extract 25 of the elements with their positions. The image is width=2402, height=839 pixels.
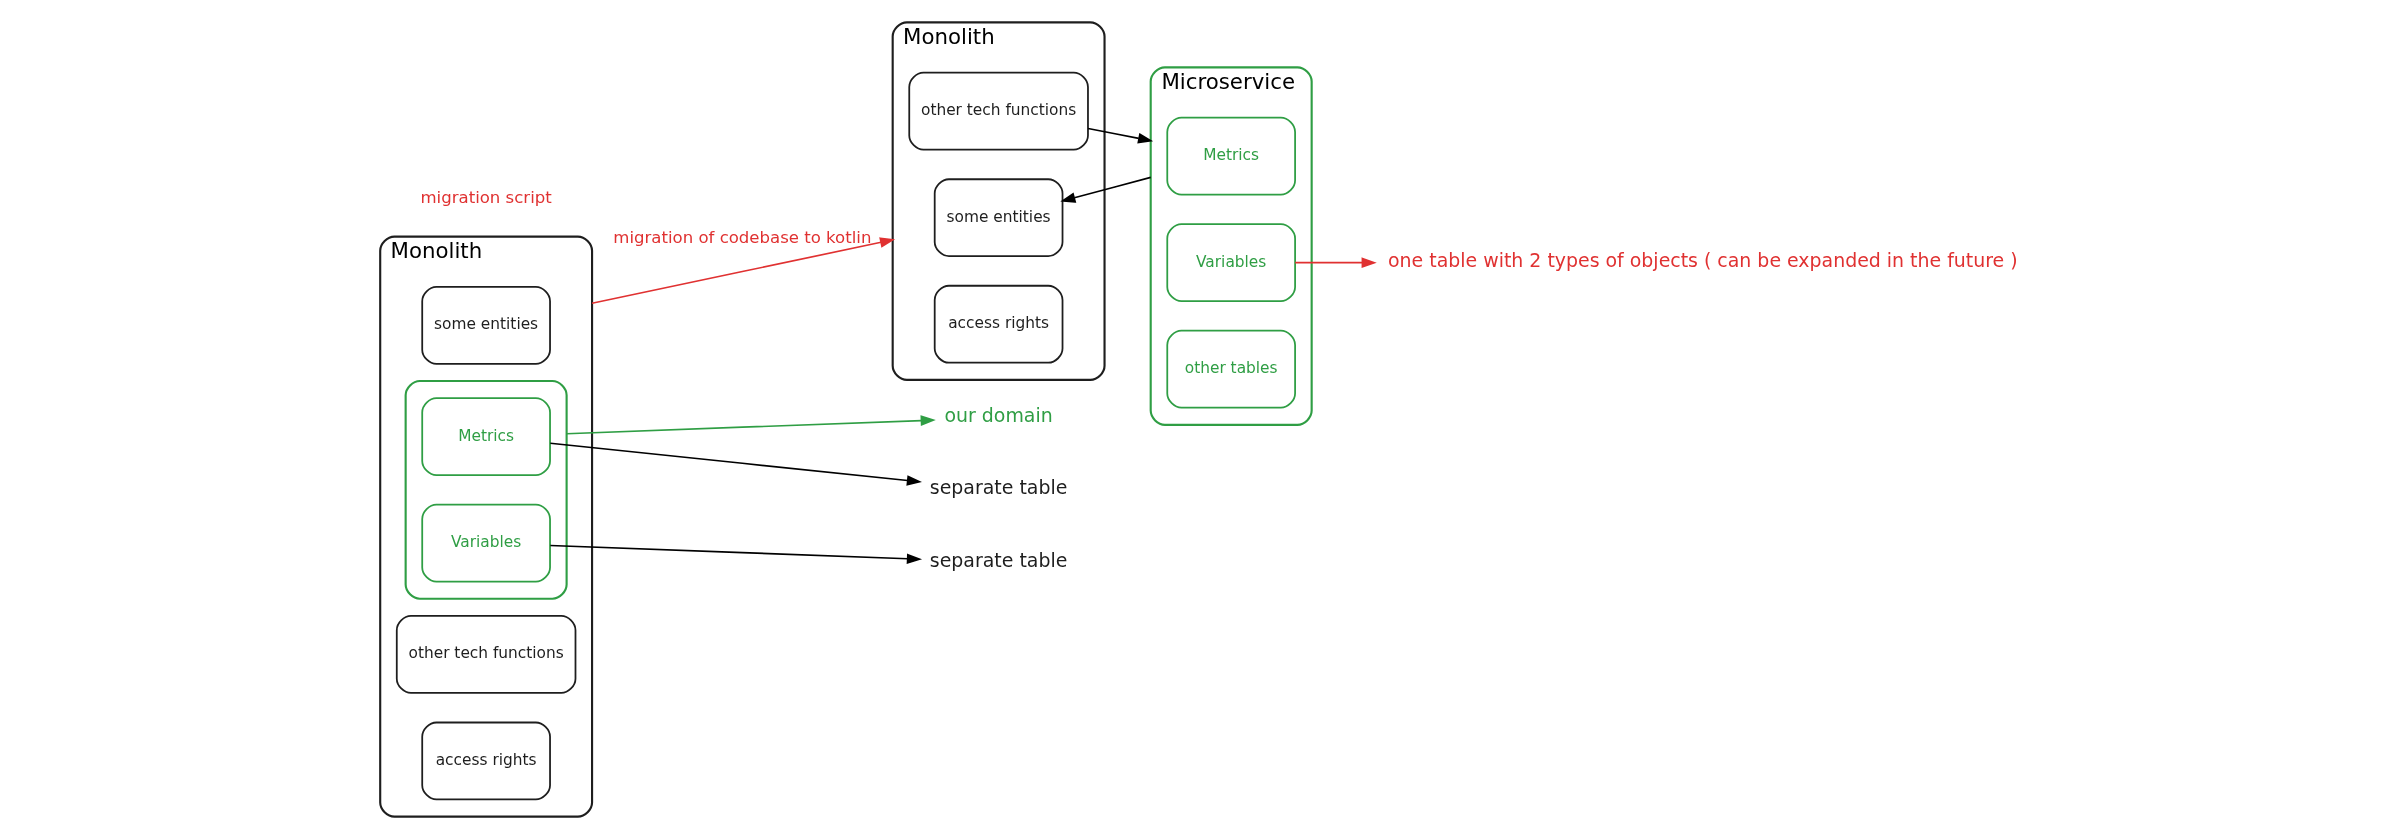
edge-label: migration of codebase to kotlin <box>613 227 872 247</box>
node-box: some entities <box>933 178 1064 258</box>
node-text: separate table <box>929 548 1068 571</box>
arrow <box>549 544 922 565</box>
arrow <box>549 442 922 486</box>
node-box: Variables <box>1166 223 1296 303</box>
arrow <box>591 237 896 305</box>
node-box: Metrics <box>1166 116 1296 196</box>
node-box: other tables <box>1166 329 1296 409</box>
cluster <box>404 379 568 600</box>
node-box: other tech functions <box>908 71 1089 151</box>
arrow <box>1060 176 1152 203</box>
node-text: our domain <box>944 404 1053 427</box>
node-box: other tech functions <box>395 615 577 694</box>
arrow <box>565 415 936 435</box>
arrow <box>1294 257 1377 268</box>
node-box: Variables <box>421 503 551 583</box>
arrow <box>1087 127 1154 144</box>
node-box: access rights <box>933 284 1064 364</box>
label: migration script <box>420 188 552 208</box>
node-text: one table with 2 types of objects ( can be expanded in the future ) <box>1388 249 2018 272</box>
node-text: separate table <box>929 476 1068 499</box>
node-box: some entities <box>421 286 551 365</box>
node-box: access rights <box>421 721 551 801</box>
node-box: Metrics <box>421 397 551 476</box>
